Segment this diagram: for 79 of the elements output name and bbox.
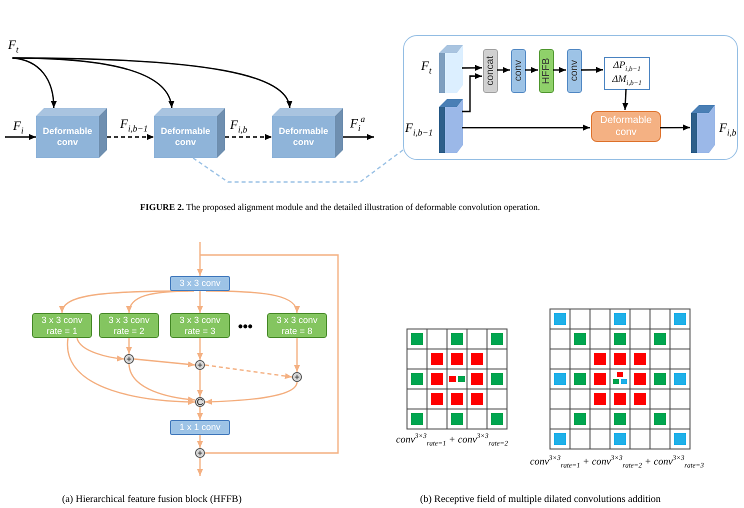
- arrow: [497, 67, 510, 73]
- arrow: [67, 338, 196, 405]
- arrow: [294, 338, 300, 372]
- arrow: [525, 67, 538, 73]
- arrow: [462, 73, 482, 112]
- operator-symbol: +: [197, 448, 203, 458]
- arrow: [206, 290, 299, 314]
- arrow: [462, 64, 482, 71]
- block-label: Deformable conv: [278, 126, 330, 148]
- feature-label: F$_{i,b−1}$: [405, 121, 433, 138]
- feature-label: F$_{i,b}$: [719, 121, 736, 138]
- block-label: conv: [512, 60, 524, 82]
- arrow: [660, 124, 690, 131]
- block-label: concat: [484, 56, 496, 86]
- arrow: [622, 88, 628, 110]
- arrow: [76, 338, 124, 362]
- feature-label: F$_{t}$: [421, 59, 432, 76]
- operator-symbol: +: [294, 372, 300, 382]
- arrow: [225, 134, 272, 140]
- offset-box: [604, 57, 650, 90]
- concat-block: [483, 49, 498, 93]
- block-label: 3 x 3 conv rate = 2: [107, 315, 151, 336]
- conv-block: [170, 420, 230, 435]
- arrow: [462, 124, 590, 131]
- arrow: [197, 435, 203, 448]
- hffb-block: [539, 49, 554, 93]
- arrow: [553, 67, 566, 73]
- arrow: [107, 134, 154, 140]
- arrow: [197, 458, 203, 476]
- edge-label: F$_{i,b−1}$: [120, 117, 148, 134]
- block-label: 3 x 3 conv rate = 1: [40, 315, 84, 336]
- detail-panel: [403, 35, 738, 160]
- arrow: [197, 338, 203, 360]
- subfigure-caption: (a) Hierarchical feature fusion block (HFFB): [62, 494, 242, 505]
- dilated-conv-block: [99, 313, 159, 338]
- conv-block: [170, 276, 230, 291]
- arrow: [581, 66, 603, 73]
- conv-block: [511, 49, 526, 93]
- block-label: ΔP$_{i,b−1}$: [613, 60, 641, 74]
- block-label: 1 x 1 conv: [179, 422, 221, 433]
- feature-label: F$_{t}$: [8, 38, 18, 55]
- block-label: ΔM$_{i,b−1}$: [612, 74, 642, 87]
- dilated-conv-block: [170, 313, 230, 338]
- arrow: [12, 57, 56, 108]
- arrow: [204, 364, 292, 380]
- operator-symbol: +: [197, 360, 203, 370]
- block-label: Deformable conv: [599, 115, 653, 138]
- dilated-conv-block: [32, 313, 92, 338]
- arrow: [5, 134, 36, 140]
- edge-label: F$_{i}$: [13, 119, 24, 136]
- operator-symbol: +: [126, 354, 132, 364]
- operator-symbol: C: [196, 396, 204, 408]
- block-label: Deformable conv: [42, 126, 94, 148]
- arrow: [134, 358, 196, 368]
- arrow: [197, 407, 203, 420]
- arrow: [12, 57, 291, 108]
- arrow: [197, 370, 203, 397]
- connector-line: [200, 254, 339, 454]
- arrow: [204, 382, 298, 405]
- arrow: [197, 291, 203, 313]
- ellipsis-dots: •••: [238, 318, 253, 334]
- arrow: [197, 242, 203, 276]
- block-label: conv: [568, 60, 580, 82]
- dashed-line: [192, 149, 404, 183]
- subfigure-caption: (b) Receptive field of multiple dilated convolutions addition: [420, 494, 661, 505]
- arrow: [126, 290, 194, 314]
- conv-block: [567, 49, 582, 93]
- block-label: 3 x 3 conv rate = 3: [178, 315, 222, 336]
- block-label: HFFB: [540, 58, 552, 84]
- arrow: [128, 364, 196, 402]
- deformable-conv-block: [591, 111, 661, 142]
- figure-caption: FIGURE 2. The proposed alignment module and the detailed illustration of deformable convolution operation.: [140, 202, 540, 212]
- dilated-conv-block: [267, 313, 327, 338]
- block-label: Deformable conv: [160, 126, 212, 148]
- block-label: 3 x 3 conv rate = 8: [275, 315, 319, 336]
- block-label: 3 x 3 conv: [179, 278, 221, 289]
- edge-label: F$_{i,b}$: [230, 118, 248, 135]
- arrow: [126, 338, 132, 354]
- arrow: [343, 134, 374, 140]
